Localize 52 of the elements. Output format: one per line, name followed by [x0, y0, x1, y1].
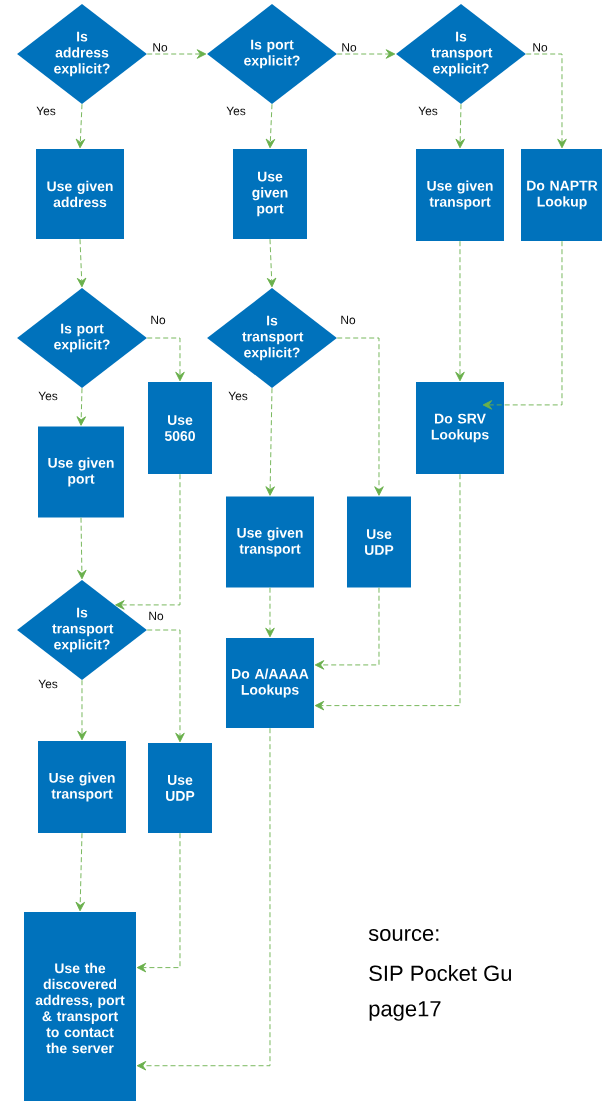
process-box: Use 5060: [148, 382, 212, 474]
arrow: [265, 387, 275, 496]
process-box: Use given transport: [226, 496, 314, 588]
edge-label: No: [149, 314, 167, 326]
edge-label: No: [340, 42, 358, 53]
arrow: [76, 387, 86, 426]
arrow: [455, 240, 465, 382]
arrow: [336, 49, 396, 59]
arrow: [77, 679, 87, 741]
edge-label: No: [531, 42, 549, 53]
edge-label: Yes: [37, 390, 59, 402]
source-note: SIP Pocket Gu: [369, 964, 511, 982]
arrow: [482, 240, 563, 410]
process-box: Use given transport: [38, 741, 126, 833]
process-box: Use given port: [38, 426, 124, 518]
arrow: [525, 53, 567, 149]
edge-label: No: [147, 610, 165, 622]
edge-label: Yes: [417, 105, 439, 117]
arrow: [336, 337, 384, 496]
edge-label: No: [339, 314, 357, 326]
arrow: [146, 337, 185, 382]
process-box: Use UDP: [148, 743, 212, 833]
source-note: page17: [369, 1001, 441, 1021]
edge-label: Yes: [225, 105, 247, 117]
arrow: [314, 587, 380, 670]
arrow: [75, 103, 86, 149]
edge-label: Yes: [37, 678, 59, 690]
process-box: Do A/AAAA Lookups: [226, 638, 314, 728]
edge-label: No: [151, 42, 169, 53]
arrow: [76, 238, 87, 288]
arrow: [265, 103, 276, 149]
process-box: Use given transport: [416, 149, 504, 241]
arrow: [136, 832, 181, 973]
edge-label: Yes: [227, 390, 249, 402]
process-box: Use given port: [233, 149, 307, 239]
arrow: [314, 473, 461, 711]
arrow: [455, 103, 465, 149]
arrow: [75, 832, 85, 912]
arrow: [265, 587, 275, 638]
process-box: Use UDP: [347, 496, 411, 588]
arrow: [266, 238, 277, 288]
arrow: [146, 49, 207, 59]
process-box: Do NAPTR Lookup: [521, 149, 602, 241]
process-box: Use the discovered address, port & transport to contact the server: [24, 912, 136, 1101]
process-box: Do SRV Lookups: [416, 382, 504, 474]
arrow: [77, 517, 87, 580]
arrow: [146, 629, 185, 743]
arrow: [115, 473, 181, 610]
process-box: Use given address: [36, 149, 124, 239]
source-note: source:: [368, 928, 439, 942]
arrow: [136, 727, 271, 1071]
edge-label: Yes: [35, 105, 57, 117]
